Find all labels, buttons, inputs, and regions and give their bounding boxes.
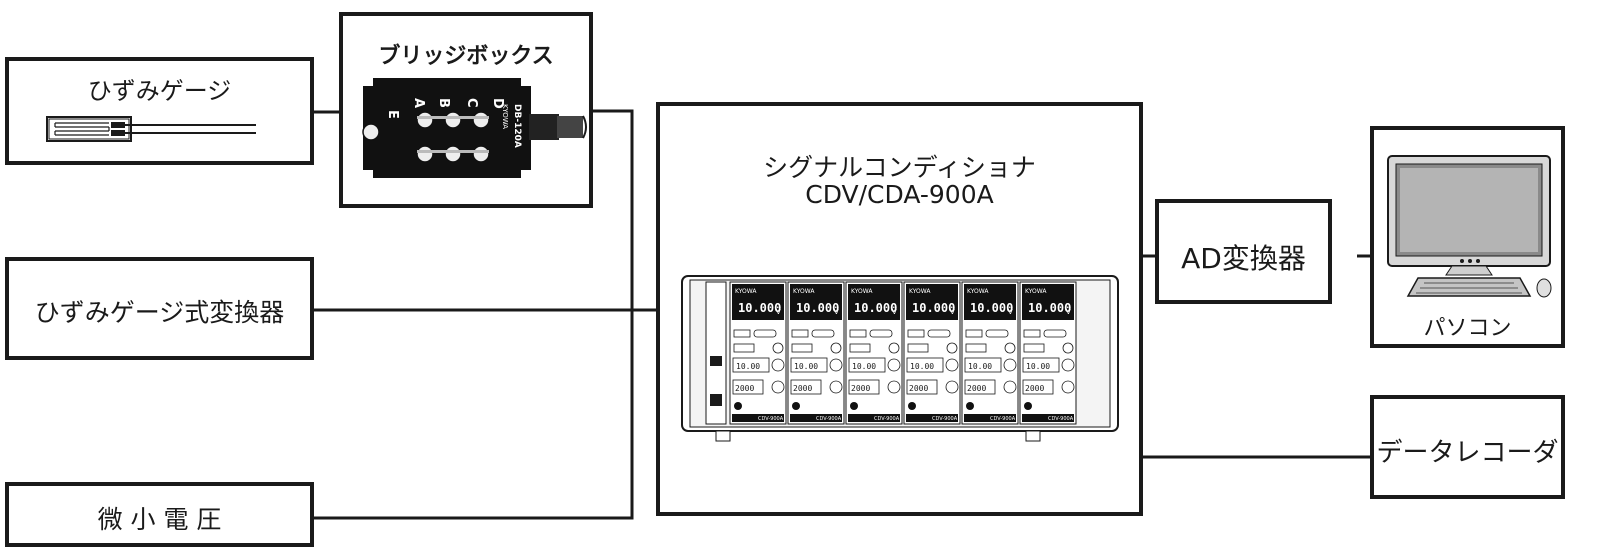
strain-gauge-box: ひずみゲージ <box>5 57 314 165</box>
svg-text:V: V <box>1066 308 1071 316</box>
svg-text:10.000: 10.000 <box>1028 301 1071 315</box>
conditioner-units: KYOWA10.000V10.002000CDV-900AKYOWA10.000… <box>729 281 1077 425</box>
ad-converter-box: AD変換器 <box>1155 199 1332 304</box>
svg-text:10.00: 10.00 <box>852 362 876 371</box>
svg-text:KYOWA: KYOWA <box>735 288 757 295</box>
pc-label: パソコン <box>1423 316 1512 341</box>
bridge-box: ブリッジボックス E A B C D KYOWA <box>339 12 593 208</box>
svg-text:10.00: 10.00 <box>794 362 818 371</box>
micro-voltage-label: 微 小 電 圧 <box>97 505 222 534</box>
svg-text:CDV-900A: CDV-900A <box>816 416 842 422</box>
svg-text:10.000: 10.000 <box>970 301 1013 315</box>
bridge-terminal-a: A <box>411 98 426 108</box>
strain-gauge-icon <box>46 116 256 142</box>
micro-voltage-box: 微 小 電 圧 <box>5 482 314 547</box>
svg-text:V: V <box>1008 308 1013 316</box>
svg-text:V: V <box>834 308 839 316</box>
data-recorder-label: データレコーダ <box>1376 438 1559 468</box>
bridge-box-label: ブリッジボックス <box>378 44 554 69</box>
transducer-label: ひずみゲージ式変換器 <box>34 298 285 327</box>
svg-text:CDV-900A: CDV-900A <box>1048 416 1074 422</box>
svg-text:10.000: 10.000 <box>796 301 839 315</box>
bridge-box-icon: E A B C D KYOWA DB-120A <box>362 78 587 178</box>
svg-text:CDV-900A: CDV-900A <box>990 416 1016 422</box>
svg-text:2000: 2000 <box>735 384 754 393</box>
svg-text:10.000: 10.000 <box>912 301 955 315</box>
svg-text:10.00: 10.00 <box>968 362 992 371</box>
svg-text:V: V <box>950 308 955 316</box>
svg-text:CDV-900A: CDV-900A <box>758 416 784 422</box>
ad-converter-label: AD変換器 <box>1181 242 1306 275</box>
svg-text:2000: 2000 <box>793 384 812 393</box>
data-recorder-box: データレコーダ <box>1370 395 1565 499</box>
bridge-terminal-c: C <box>464 98 479 108</box>
svg-text:KYOWA: KYOWA <box>967 288 989 295</box>
svg-text:V: V <box>892 308 897 316</box>
svg-text:CDV-900A: CDV-900A <box>874 416 900 422</box>
bridge-terminal-b: B <box>436 98 451 108</box>
pc-box: パソコン <box>1370 126 1565 348</box>
svg-text:KYOWA: KYOWA <box>1025 288 1047 295</box>
svg-text:2000: 2000 <box>967 384 986 393</box>
svg-text:10.000: 10.000 <box>854 301 897 315</box>
svg-text:2000: 2000 <box>909 384 928 393</box>
line-bridge-bus <box>314 109 634 520</box>
svg-text:KYOWA: KYOWA <box>793 288 815 295</box>
svg-text:V: V <box>776 308 781 316</box>
svg-text:KYOWA: KYOWA <box>851 288 873 295</box>
svg-text:10.00: 10.00 <box>1026 362 1050 371</box>
svg-text:2000: 2000 <box>851 384 870 393</box>
transducer-box: ひずみゲージ式変換器 <box>5 257 314 360</box>
computer-icon <box>1387 155 1552 298</box>
svg-text:10.00: 10.00 <box>910 362 934 371</box>
svg-text:2000: 2000 <box>1025 384 1044 393</box>
signal-conditioner-title: シグナルコンディショナ <box>763 153 1036 182</box>
strain-gauge-label: ひずみゲージ <box>87 77 232 105</box>
signal-conditioner-model: CDV/CDA-900A <box>805 180 994 209</box>
bridge-terminal-e: E <box>385 110 400 119</box>
svg-text:10.000: 10.000 <box>738 301 781 315</box>
signal-conditioner-device-icon: KYOWA10.000V10.002000CDV-900AKYOWA10.000… <box>681 275 1119 442</box>
svg-text:CDV-900A: CDV-900A <box>932 416 958 422</box>
bridge-brand: KYOWA <box>501 104 509 129</box>
bridge-model: DB-120A <box>512 104 522 148</box>
bridge-terminal-d: D <box>490 98 505 109</box>
svg-text:10.00: 10.00 <box>736 362 760 371</box>
svg-text:KYOWA: KYOWA <box>909 288 931 295</box>
